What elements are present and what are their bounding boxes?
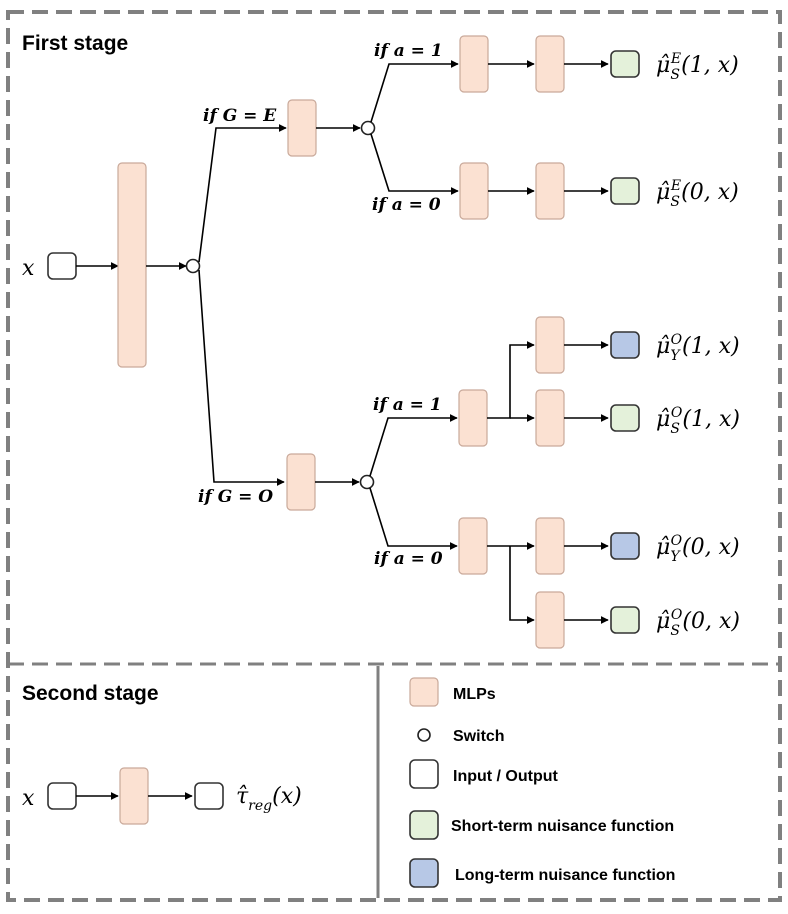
output-box-o-s-0 [610,606,640,634]
output-box-o-s-1 [610,404,640,432]
condition-a1-top: if a = 1 [374,41,443,61]
mlp-e-a0-1 [459,162,489,220]
tau-reg-label: τ̂reg(x) [236,784,302,814]
switch-g [185,258,201,274]
legend-short-term: Short-term nuisance function [451,818,674,835]
output-label: μ̂SO(0, x) [656,607,740,639]
legend-switch-swatch [417,728,431,742]
edge-a0-bottom [369,487,458,550]
output-label: μ̂SE(0, x) [656,178,739,210]
input-box [47,252,77,280]
switch-a-bottom [359,474,375,490]
edge-o-a0-fork-down [509,546,535,624]
edge-o-a1-fork-up [487,341,535,419]
legend-long-swatch [409,858,439,888]
output-label: μ̂YO(1, x) [656,332,740,364]
output-box-o-y-1 [610,331,640,359]
condition-a0-bottom: if a = 0 [374,549,443,569]
edge-switch-to-go [198,269,285,486]
mlp-e-a1-1 [459,35,489,93]
legend-io: Input / Output [453,768,559,785]
output-box-o-y-0 [610,532,640,560]
mlp-e-a0-2 [535,162,565,220]
edge-a1-bottom [369,414,458,477]
output-label: μ̂SO(1, x) [656,405,740,437]
second-stage-title: Second stage [22,682,159,705]
output-box-e-s-0 [610,177,640,205]
edge-switch-to-ge [198,124,287,263]
legend-mlps: MLPs [453,686,496,703]
legend-switch: Switch [453,728,505,745]
mlp-o-a0-s [535,591,565,649]
condition-a0-top: if a = 0 [372,195,441,215]
mlp-o-a0-y [535,517,565,575]
second-stage-output-box [194,782,224,810]
mlp-o-a1-y [535,316,565,374]
mlp-o-a0 [458,517,488,575]
outer-frame [6,10,782,902]
output-box-e-s-1 [610,50,640,78]
output-label: μ̂SE(1, x) [656,51,739,83]
condition-g-equals-e: if G = E [203,106,277,126]
input-label: x [22,256,35,281]
edge-a1-top [370,60,459,123]
mlp-ge [287,99,317,157]
edge-a0-top [370,133,459,195]
legend-io-swatch [409,759,439,789]
first-stage-title: First stage [22,32,128,55]
second-stage-input-label: x [22,786,35,811]
second-stage-input-box [47,782,77,810]
mlp-o-a1-s [535,389,565,447]
output-label: μ̂YO(0, x) [656,533,740,565]
condition-g-equals-o: if G = O [198,487,273,507]
mlp-e-a1-2 [535,35,565,93]
mlp-go [286,453,316,511]
shared-mlp [117,162,147,368]
second-stage-mlp [119,767,149,825]
legend-long-term: Long-term nuisance function [455,867,675,884]
switch-a-top [360,120,376,136]
mlp-o-a1 [458,389,488,447]
legend-mlp-swatch [409,677,439,707]
legend-short-swatch [409,810,439,840]
condition-a1-bottom: if a = 1 [373,395,442,415]
